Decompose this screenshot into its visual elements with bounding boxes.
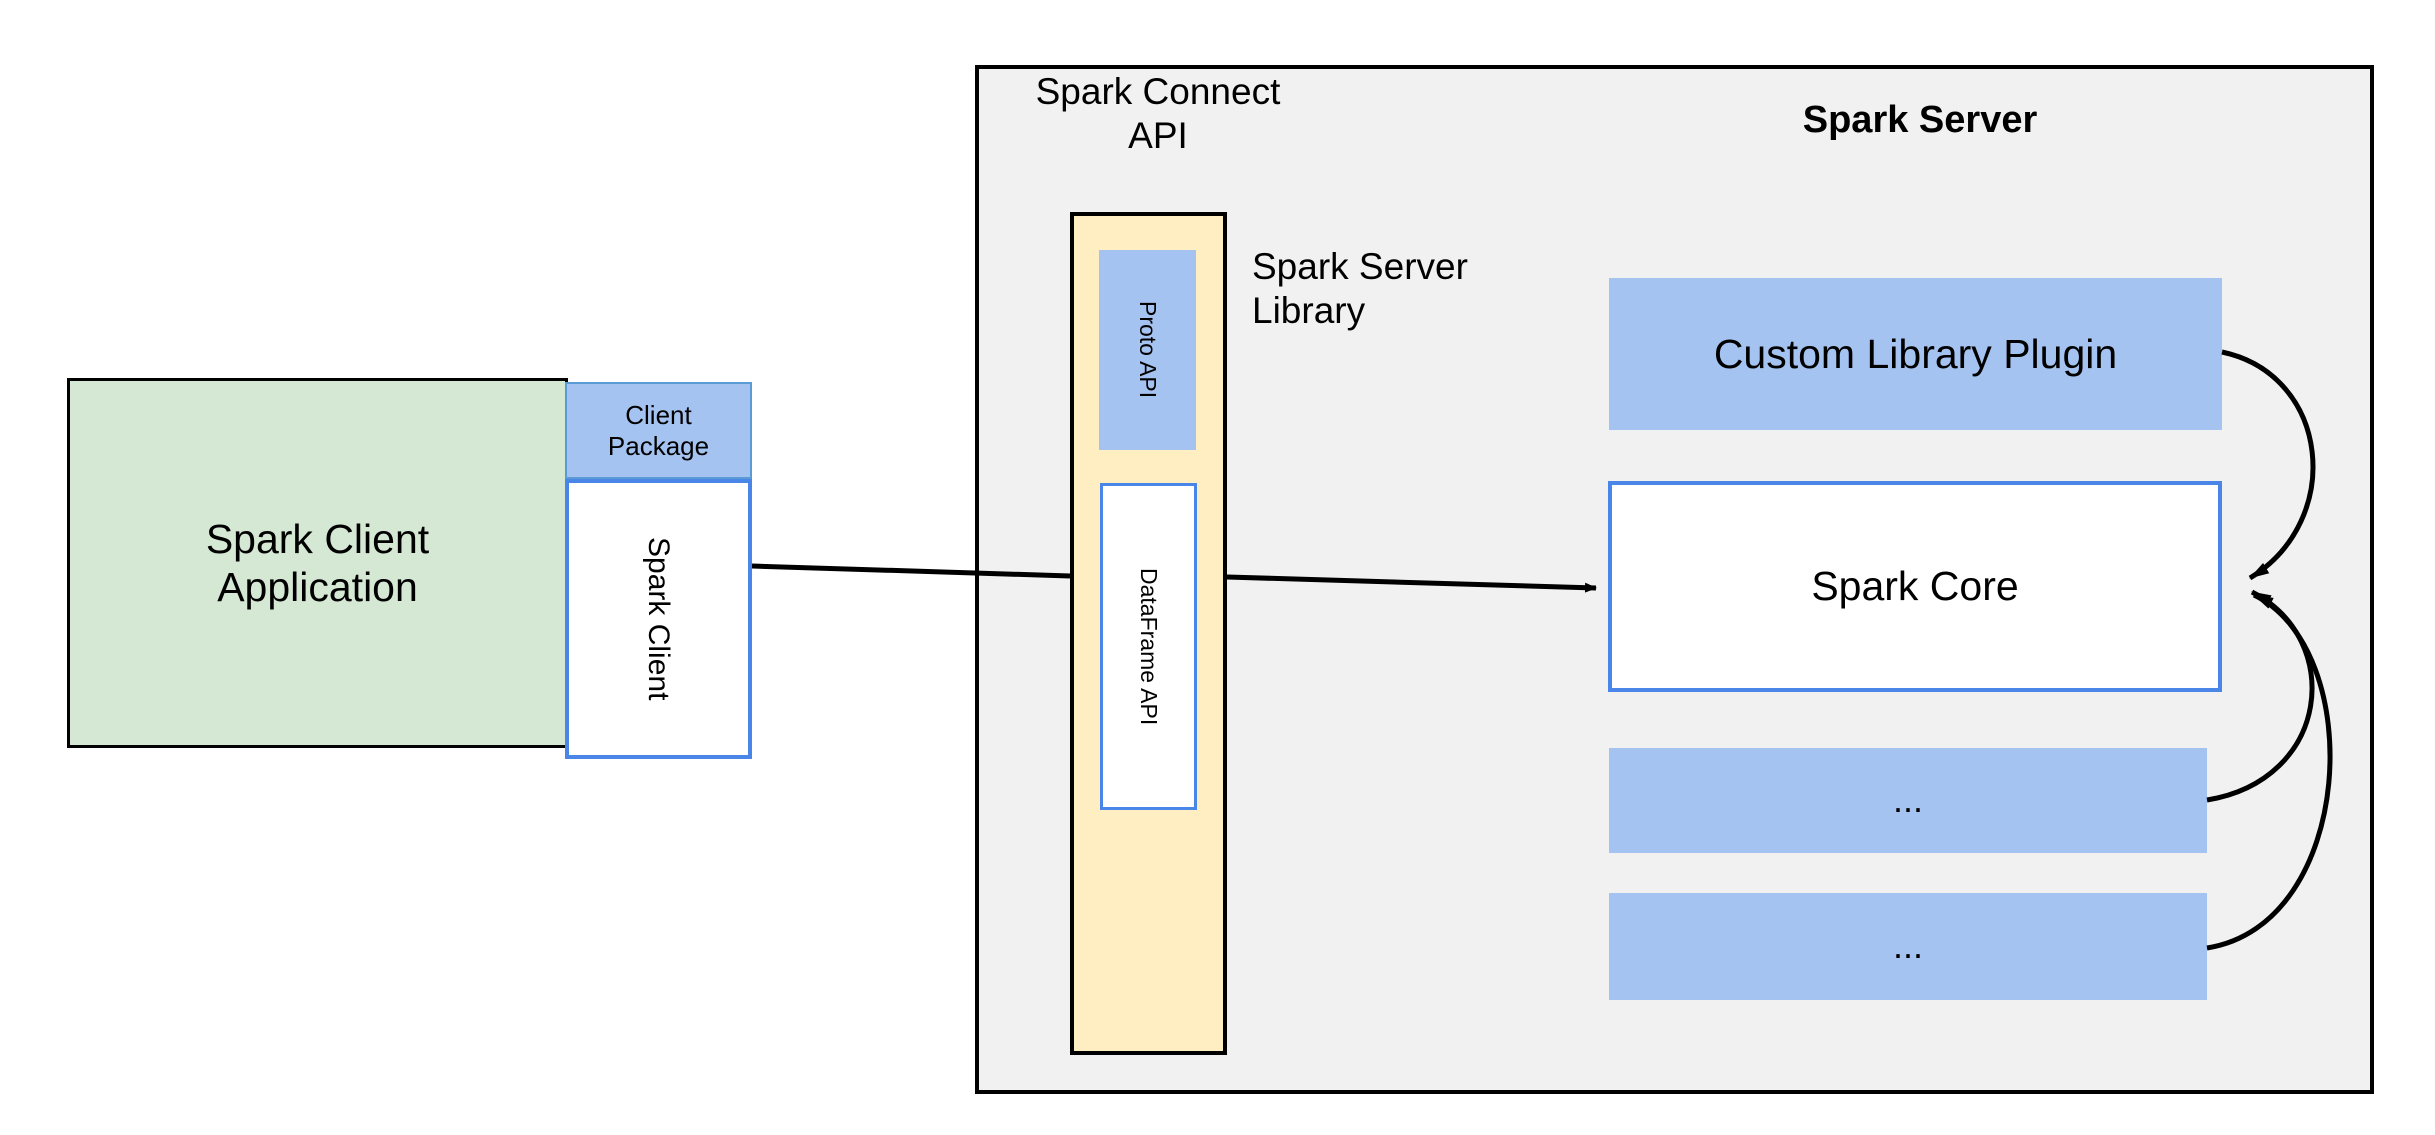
client-package-label-line1: Client bbox=[625, 399, 692, 430]
spark-server-library-label-line2: Library bbox=[1252, 290, 1366, 331]
custom-library-plugin-label: Custom Library Plugin bbox=[1713, 330, 2118, 377]
spark-connect-api-label-line1: Spark Connect bbox=[1035, 71, 1281, 113]
spark-client-application-box[interactable]: Spark Client Application bbox=[67, 378, 568, 748]
spark-client-application-label-line1: Spark Client bbox=[205, 515, 430, 562]
ellipsis-box-2[interactable]: ... bbox=[1609, 893, 2207, 1000]
spark-core-label: Spark Core bbox=[1811, 563, 2019, 610]
spark-core-box[interactable]: Spark Core bbox=[1608, 481, 2222, 692]
spark-client-box[interactable]: Spark Client bbox=[565, 479, 752, 759]
dataframe-api-box[interactable]: DataFrame API bbox=[1100, 483, 1197, 810]
spark-connect-api-label-line2: API bbox=[1128, 115, 1188, 156]
proto-api-label: Proto API bbox=[1135, 301, 1162, 399]
spark-server-library-label: Spark Server Library bbox=[1252, 243, 1532, 335]
client-package-box[interactable]: Client Package bbox=[565, 382, 752, 479]
dataframe-api-label: DataFrame API bbox=[1136, 567, 1163, 726]
spark-server-library-label-line1: Spark Server bbox=[1252, 246, 1468, 288]
spark-connect-api-label: Spark Connect API bbox=[1018, 68, 1298, 160]
spark-server-title: Spark Server bbox=[1802, 98, 2038, 141]
spark-client-application-label-line2: Application bbox=[217, 564, 418, 610]
ellipsis-box-2-label: ... bbox=[1892, 925, 1923, 967]
spark-client-label: Spark Client bbox=[642, 537, 676, 701]
client-package-label-line2: Package bbox=[607, 430, 710, 461]
proto-api-box[interactable]: Proto API bbox=[1099, 250, 1196, 450]
custom-library-plugin-box[interactable]: Custom Library Plugin bbox=[1609, 278, 2222, 430]
ellipsis-box-1-label: ... bbox=[1892, 779, 1923, 821]
ellipsis-box-1[interactable]: ... bbox=[1609, 748, 2207, 853]
